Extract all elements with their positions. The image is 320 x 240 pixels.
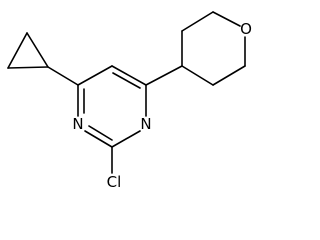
molecule-structure-diagram: N N Cl O: [7, 11, 252, 191]
bond-cyclopropyl-1: [7, 66, 49, 69]
bond-c4-c5: [77, 65, 113, 86]
atom-label-n3-group: N: [72, 115, 83, 133]
pyrimidine-ring: [77, 65, 147, 148]
atom-label-cl: Cl: [107, 173, 122, 191]
bond-oxane-3: [212, 11, 241, 27]
atom-label-n1-group: N: [140, 115, 151, 133]
bond-c5-c6: [111, 65, 147, 86]
bond-cyclopropyl-3: [26, 32, 49, 68]
bond-n1-c2: [111, 130, 141, 148]
bond-c6-to-oxane: [145, 65, 183, 86]
atom-label-n1: N: [140, 115, 151, 133]
bond-c2-n3: [84, 130, 113, 148]
atom-label-o: O: [240, 20, 252, 38]
bond-oxane-5: [212, 65, 246, 86]
bond-cyclopropyl-to-c4: [47, 66, 79, 86]
atom-label-o-group: O: [240, 20, 252, 38]
bond-c2-n3-inner: [88, 125, 113, 141]
bond-cyclopropyl-2: [7, 32, 28, 69]
bond-oxane-2: [181, 11, 214, 32]
cyclopropyl-ring: [7, 32, 49, 69]
bond-oxane-6: [181, 65, 214, 86]
oxane-ring: [181, 11, 246, 86]
atom-label-n3: N: [72, 115, 83, 133]
bond-c5-c6-inner: [112, 72, 141, 89]
atom-label-cl-group: Cl: [107, 173, 122, 191]
